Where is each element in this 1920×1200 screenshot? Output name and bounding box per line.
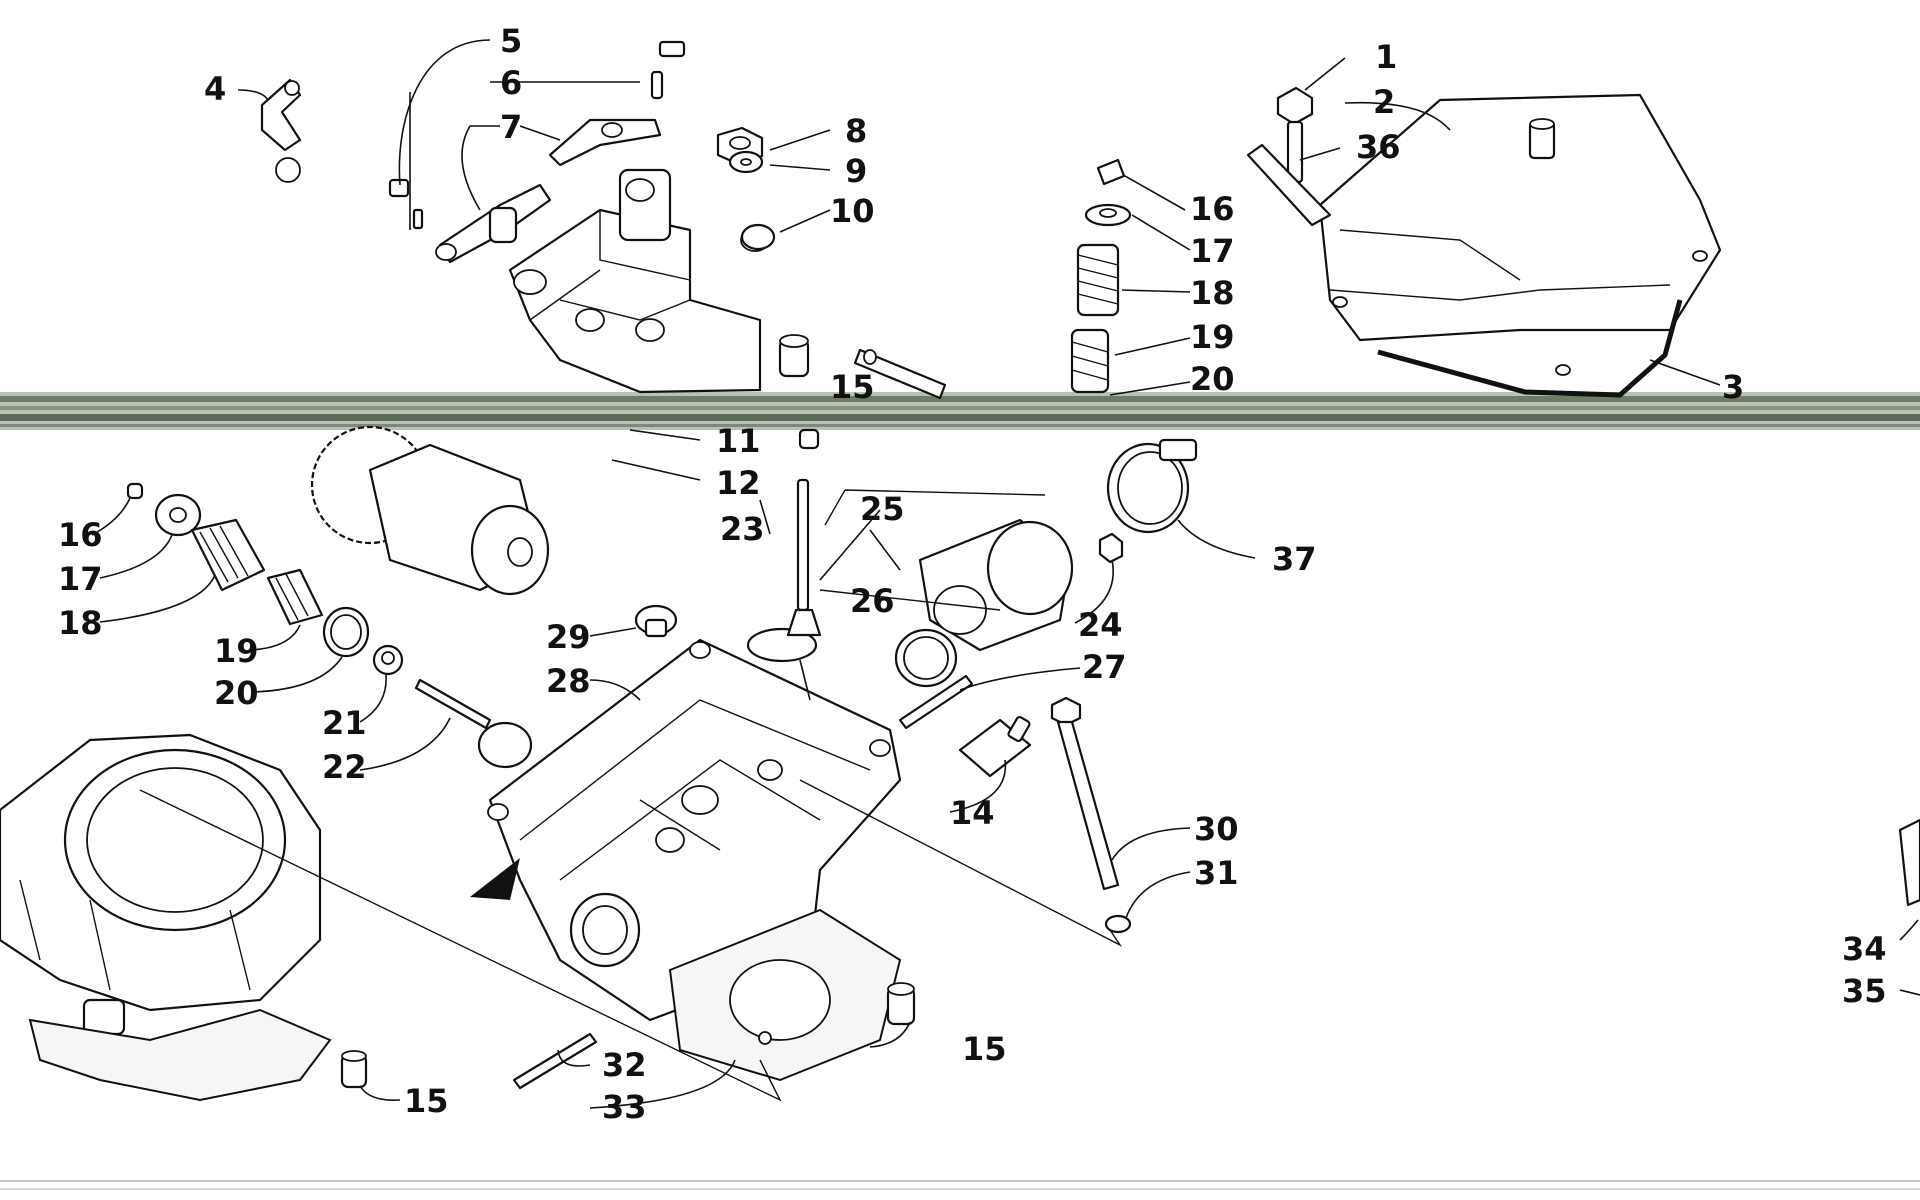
callout-31: 31 [1194,854,1239,892]
callout-15-bottom: 15 [404,1082,449,1120]
callout-26: 26 [850,582,895,620]
hose-clamp-37 [1106,438,1198,534]
callout-28: 28 [546,662,591,700]
callout-34: 34 [1842,930,1887,968]
scan-noise-band [0,392,1920,430]
spark-plug-14 [958,715,1032,778]
callout-20-top: 20 [1190,360,1235,398]
exhaust-flange-25 [918,518,1074,652]
callout-24: 24 [1078,606,1123,644]
callout-5: 5 [500,22,522,60]
adjuster-nut-5 [658,40,686,58]
callout-7: 7 [500,108,522,146]
head-gasket-33 [668,908,902,1082]
bushing-10 [740,223,776,251]
head-bolt-30 [1050,696,1120,891]
bottom-scan-noise [0,1180,1920,1190]
base-gasket-bottom [28,1008,332,1102]
exhaust-valve-23 [746,478,822,663]
callout-33: 33 [602,1088,647,1126]
nut-left [388,178,424,230]
front-arrow [470,858,520,900]
valve-cover [1318,93,1722,376]
rocker-shaft [853,348,947,400]
spring-retainer-17-top [1084,203,1132,227]
callout-25: 25 [860,490,905,528]
spring-retainer-17-left [154,493,202,537]
cylinder-block [0,733,322,1036]
valve-spring-18-top [1076,243,1120,317]
callout-30: 30 [1194,810,1239,848]
callout-37: 37 [1272,540,1317,578]
valve-top-cap [798,428,820,450]
valve-spring-18-left [190,518,266,592]
callout-6: 6 [500,64,522,102]
callout-12: 12 [716,464,761,502]
callout-19-left: 19 [214,632,259,670]
callout-16-left: 16 [58,516,103,554]
valve-guide-21 [372,644,404,676]
callout-9: 9 [845,152,867,190]
callout-29: 29 [546,618,591,656]
callout-15-center: 15 [962,1030,1007,1068]
rocker-arm-right [548,118,662,167]
callout-36: 36 [1356,128,1401,166]
bracket-4 [260,78,302,183]
callout-11: 11 [716,422,761,460]
callout-1: 1 [1375,38,1397,76]
valve-spring-19-top [1070,328,1110,394]
stud-27 [898,674,974,730]
valve-spring-19-left [266,568,324,626]
valve-seal-20-left [322,606,370,658]
cover-gasket-3 [1377,299,1683,398]
callout-32: 32 [602,1046,647,1084]
intake-valve-22 [414,678,533,769]
callout-18-left: 18 [58,604,103,642]
callout-14: 14 [950,794,995,832]
callout-17-left: 17 [58,560,103,598]
bolt-1 [1276,86,1314,184]
callout-23: 23 [720,510,765,548]
washer-31 [1104,914,1132,934]
callout-20-left: 20 [214,674,259,712]
washer-9 [728,150,764,174]
callout-4: 4 [204,70,226,108]
callout-21: 21 [322,704,367,742]
assembly-lines [139,489,1123,1102]
callout-16-top: 16 [1190,190,1235,228]
callout-labels: 1 2 36 3 4 5 6 7 8 9 10 16 17 18 19 20 1… [58,22,1887,1126]
callout-19-top: 19 [1190,318,1235,356]
dowel-pin-15-center [886,982,916,1026]
callout-35: 35 [1842,972,1887,1010]
valve-keeper-16-left [126,482,144,500]
rocker-arm-housing [508,168,770,394]
adjuster-screw-6 [650,70,664,100]
camshaft [368,443,550,596]
callout-15-top: 15 [830,368,875,406]
cover-bracket-36 [1246,143,1332,227]
dowel-pin-15-top [778,334,810,378]
callout-8: 8 [845,112,867,150]
tube-34-35-partial [1898,818,1920,907]
valve-keeper-16-top [1096,158,1126,186]
leader-lines [91,39,1920,1109]
nut-24 [1098,532,1124,564]
callout-17-top: 17 [1190,232,1235,270]
stud-32 [512,1032,598,1090]
callout-27: 27 [1082,648,1127,686]
callout-22: 22 [322,748,367,786]
plug-29 [634,604,678,638]
callout-2: 2 [1373,83,1395,121]
callout-10: 10 [830,192,875,230]
callout-3: 3 [1722,368,1744,406]
callout-18-top: 18 [1190,274,1235,312]
rocker-arm-left [435,183,552,264]
dowel-pin-15-bottom [340,1050,368,1089]
gasket-26 [894,628,958,688]
